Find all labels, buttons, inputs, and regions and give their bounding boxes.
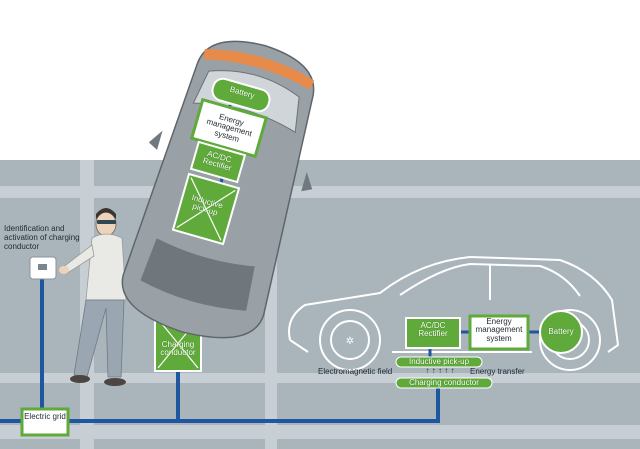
charging-conductor-right-label: Charging conductor <box>409 378 479 387</box>
wall-reader-icon <box>29 256 57 280</box>
top-components <box>171 77 271 246</box>
grid-cable <box>0 277 440 423</box>
sky-area <box>0 0 640 160</box>
side-components <box>395 310 583 389</box>
field-arrows: ↑ ↑ ↑ ↑ ↑ <box>425 366 455 375</box>
electric-grid-box <box>20 407 70 437</box>
ground-conductor-label: Charging conductor <box>160 340 196 358</box>
em-field-label: Electromagnetic field <box>318 367 393 376</box>
acdc-right-label: AC/DC Rectifier <box>418 321 448 339</box>
battery-right-label: Battery <box>548 327 574 336</box>
road-stripe <box>0 425 640 439</box>
road-stripe <box>0 186 640 198</box>
svg-text:✲: ✲ <box>346 336 354 347</box>
electric-grid-label: Electric grid <box>24 412 66 421</box>
identification-label: Identification and activation of chargin… <box>4 224 80 251</box>
car-side-outline-icon <box>288 255 620 371</box>
pickup-right-label: Inductive pick-up <box>408 357 470 366</box>
road-stripe <box>0 373 640 383</box>
person-icon <box>59 208 127 386</box>
energy-transfer-label: Energy transfer <box>470 367 525 376</box>
energy-mgmt-right-label: Energy management system <box>475 317 523 343</box>
